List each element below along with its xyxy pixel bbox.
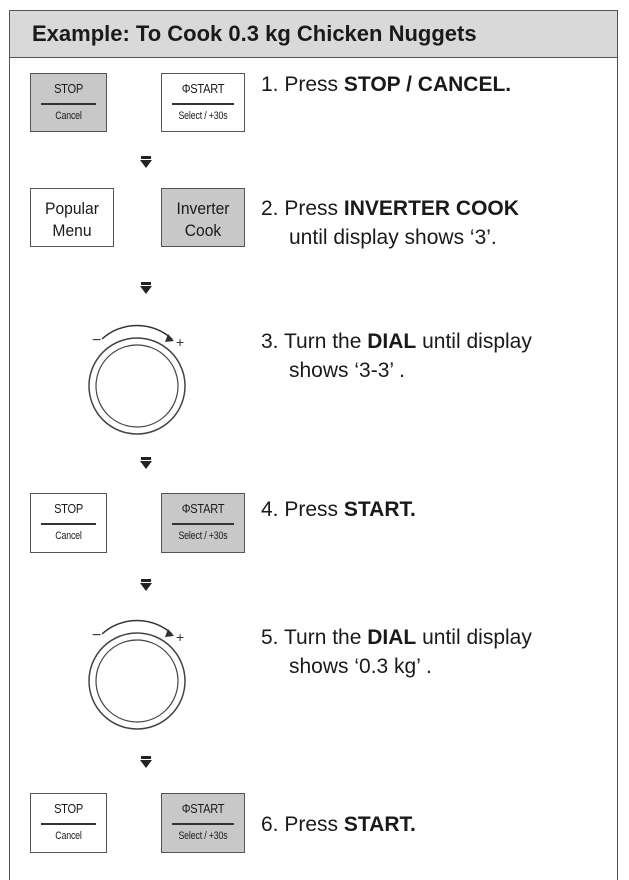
stop-cancel-button[interactable]: STOP Cancel [30,73,107,132]
inverter-cook-label: Inverter Cook [176,199,230,240]
stop-cancel-button[interactable]: STOP Cancel [30,493,107,553]
cancel-label: Cancel [55,530,82,542]
start-label: ΦSTART [181,801,225,816]
start-button[interactable]: ΦSTART Select / +30s [161,73,245,132]
divider [172,103,234,105]
divider [172,523,234,525]
select-label: Select / +30s [178,110,228,122]
dial-arc [101,324,173,340]
start-button[interactable]: ΦSTART Select / +30s [161,793,245,853]
popular-menu-label: Popular Menu [45,199,99,240]
select-label: Select / +30s [178,530,228,542]
dial-control[interactable]: − + [82,315,192,437]
dial-minus: − [92,332,101,349]
arrow-right-icon [165,629,174,637]
inverter-cook-button[interactable]: Inverter Cook [161,188,245,247]
step-1-text: 1. Press STOP / CANCEL. [261,73,512,96]
stop-label: STOP [54,81,83,96]
step-3-text: 3. Turn the DIAL until display shows ‘3-… [261,330,532,382]
stop-label: STOP [54,501,83,516]
down-arrow-icon [140,282,152,294]
down-arrow-icon [140,756,152,768]
step-2-text: 2. Press INVERTER COOK until display sho… [261,197,519,249]
down-arrow-icon [140,457,152,469]
dial-plus: + [176,629,184,645]
instruction-frame: Example: To Cook 0.3 kg Chicken Nuggets [9,10,618,880]
down-arrow-icon [140,579,152,591]
down-arrow-icon [140,156,152,168]
step-4-text: 4. Press START. [261,498,416,521]
select-label: Select / +30s [178,830,228,842]
dial-inner-ring [95,639,179,723]
dial-plus: + [176,334,184,350]
divider [41,103,96,105]
start-label: ΦSTART [181,501,225,516]
step-6-text: 6. Press START. [261,813,416,836]
stop-label: STOP [54,801,83,816]
divider [172,823,234,825]
popular-menu-button[interactable]: Popular Menu [30,188,114,247]
dial-control[interactable]: − + [82,610,192,732]
start-button[interactable]: ΦSTART Select / +30s [161,493,245,553]
dial-arc [101,619,173,635]
divider [41,523,96,525]
arrow-right-icon [165,334,174,342]
cancel-label: Cancel [55,830,82,842]
start-label: ΦSTART [181,81,225,96]
dial-inner-ring [95,344,179,428]
dial-minus: − [92,627,101,644]
step-5-text: 5. Turn the DIAL until display shows ‘0.… [261,626,532,678]
cancel-label: Cancel [55,110,82,122]
page-title: Example: To Cook 0.3 kg Chicken Nuggets [10,11,617,58]
divider [41,823,96,825]
stop-cancel-button[interactable]: STOP Cancel [30,793,107,853]
